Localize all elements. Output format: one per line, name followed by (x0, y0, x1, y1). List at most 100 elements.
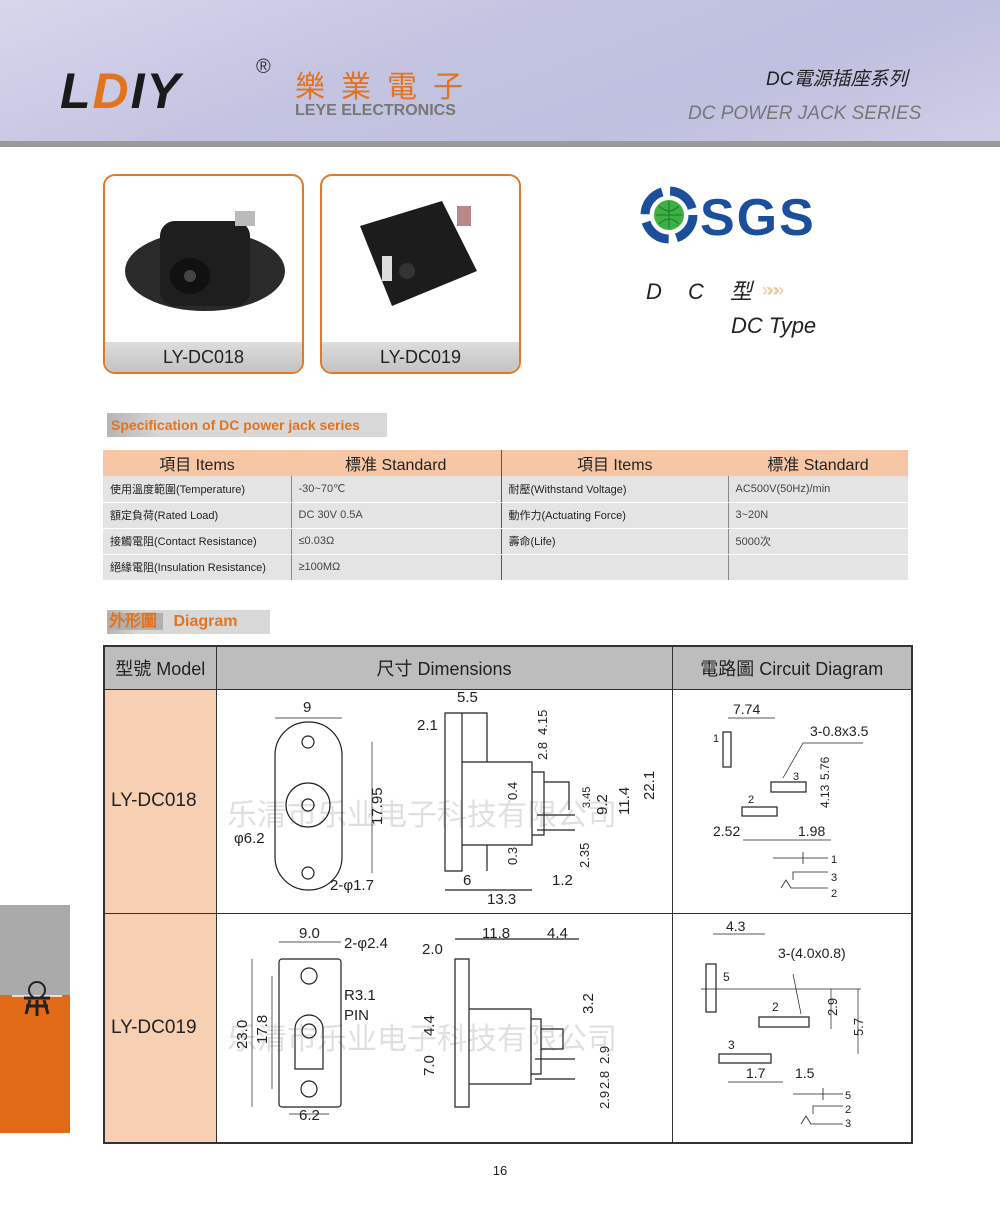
svg-text:9: 9 (303, 699, 311, 716)
dimensions-cell: 乐清市乐业电子科技有限公司 9 17.95 φ6.2 2-φ1.7 5.5 2.… (215, 688, 673, 914)
cell (727, 554, 908, 581)
col-header: 項目 Items (500, 450, 728, 476)
svg-text:9.0: 9.0 (299, 925, 320, 942)
cell: 接觸電阻(Contact Resistance) (103, 528, 291, 555)
spec-header-row: 項目 Items 標准 Standard 項目 Items 標准 Standar… (103, 450, 908, 476)
svg-text:乐清市乐业电子科技有限公司: 乐清市乐业电子科技有限公司 (227, 799, 617, 832)
svg-text:2.52: 2.52 (713, 823, 740, 839)
svg-text:3.45: 3.45 (581, 786, 593, 807)
svg-text:4.15: 4.15 (535, 709, 550, 734)
spec-table: 項目 Items 標准 Standard 項目 Items 標准 Standar… (103, 450, 908, 581)
cell: ≤0.03Ω (290, 528, 501, 555)
dc-type-en: DC Type (731, 313, 817, 338)
svg-text:6: 6 (463, 872, 471, 889)
svg-text:3-0.8x3.5: 3-0.8x3.5 (810, 723, 869, 739)
svg-text:11.8: 11.8 (482, 925, 510, 942)
svg-text:1.7: 1.7 (746, 1065, 766, 1081)
cell: 3~20N (727, 502, 908, 529)
svg-text:22.1: 22.1 (641, 770, 658, 799)
cell: DC 30V 0.5A (290, 502, 501, 529)
svg-text:13.3: 13.3 (487, 891, 516, 908)
svg-text:2: 2 (831, 888, 837, 900)
side-decoration-orange (0, 995, 70, 1133)
company-emblem-icon (12, 981, 62, 1016)
cell: AC500V(50Hz)/min (727, 476, 908, 503)
svg-text:0.4: 0.4 (505, 781, 520, 799)
svg-text:2: 2 (845, 1104, 851, 1116)
svg-text:23.0: 23.0 (234, 1019, 251, 1048)
svg-text:4.3: 4.3 (726, 918, 746, 934)
svg-text:1: 1 (831, 854, 837, 866)
cell: 5000次 (727, 528, 908, 555)
svg-text:7.74: 7.74 (733, 701, 760, 717)
svg-text:2.9: 2.9 (597, 1090, 612, 1108)
svg-text:3: 3 (845, 1118, 851, 1130)
circuit-cell: 4.3 5 3-(4.0x0.8) 2 2.9 5.7 3 1.7 1.5 5 … (671, 912, 913, 1143)
svg-text:2.9: 2.9 (825, 997, 840, 1015)
product-label: LY-DC019 (322, 342, 519, 372)
svg-text:2: 2 (748, 794, 754, 806)
svg-text:φ6.2: φ6.2 (234, 830, 265, 847)
svg-text:4.13: 4.13 (818, 784, 832, 808)
svg-text:9.2: 9.2 (594, 794, 611, 815)
svg-text:3: 3 (793, 771, 799, 783)
diagram-title-cn: 外形圖 (107, 613, 164, 630)
diagram-section-title: 外形圖 Diagram (107, 610, 270, 634)
cell: 使用溫度範圍(Temperature) (103, 476, 291, 503)
page-header (0, 0, 1000, 142)
svg-text:4.4: 4.4 (547, 925, 568, 942)
diagram-table: 型號 Model 尺寸 Dimensions 電路圖 Circuit Diagr… (103, 645, 913, 1144)
product-photo-dc018 (125, 211, 285, 311)
svg-text:3: 3 (728, 1038, 735, 1052)
product-label: LY-DC018 (105, 342, 302, 372)
company-name-cn: 樂業電子 (295, 71, 479, 104)
svg-text:1.2: 1.2 (552, 872, 573, 889)
cell: 額定負荷(Rated Load) (103, 502, 291, 529)
svg-text:2: 2 (772, 1000, 779, 1014)
series-title-en: DC POWER JACK SERIES (688, 103, 922, 124)
page-number: 16 (492, 1163, 508, 1178)
table-row: LY-DC019 乐清市乐业电子科技有限公司 9.0 2-φ2.4 R3.1 P… (103, 912, 913, 1143)
svg-text:17.95: 17.95 (369, 787, 386, 825)
dimension-drawing-dc019: 乐清市乐业电子科技有限公司 9.0 2-φ2.4 R3.1 PIN 23.0 1… (227, 925, 617, 1124)
svg-text:2.9: 2.9 (597, 1045, 612, 1063)
brand-logo: LDIY (60, 63, 182, 119)
dimension-drawing-dc018: 乐清市乐业电子科技有限公司 9 17.95 φ6.2 2-φ1.7 5.5 2.… (227, 689, 658, 908)
svg-text:2.0: 2.0 (422, 941, 443, 958)
svg-text:5: 5 (723, 970, 730, 984)
svg-text:3: 3 (831, 872, 837, 884)
cell: 絕緣電阻(Insulation Resistance) (103, 554, 291, 581)
product-card-dc019: LY-DC019 (320, 174, 521, 374)
svg-text:2.8: 2.8 (597, 1070, 612, 1088)
model-cell: LY-DC019 (103, 912, 217, 1143)
svg-text:11.4: 11.4 (616, 786, 633, 814)
svg-text:2.1: 2.1 (417, 717, 438, 734)
svg-text:3.2: 3.2 (580, 993, 597, 1014)
svg-text:17.8: 17.8 (254, 1014, 271, 1043)
dc-type-cn: D C 型 (646, 279, 763, 304)
col-header: 標准 Standard (728, 450, 908, 476)
table-row: 絕緣電阻(Insulation Resistance)≥100MΩ (103, 554, 908, 581)
svg-text:2-φ1.7: 2-φ1.7 (330, 877, 374, 894)
model-cell: LY-DC018 (103, 688, 217, 914)
svg-text:2.8: 2.8 (535, 741, 550, 759)
series-title-cn: DC電源插座系列 (766, 69, 908, 90)
svg-text:5.5: 5.5 (457, 690, 478, 706)
circuit-diagram-dc019: 4.3 5 3-(4.0x0.8) 2 2.9 5.7 3 1.7 1.5 5 … (700, 918, 866, 1130)
svg-text:3-(4.0x0.8): 3-(4.0x0.8) (778, 945, 846, 961)
svg-text:2.35: 2.35 (577, 842, 592, 867)
svg-text:4.4: 4.4 (421, 1015, 438, 1036)
svg-text:1.98: 1.98 (798, 823, 825, 839)
company-name-en: LEYE ELECTRONICS (295, 102, 456, 119)
diagram-title-en: Diagram (173, 613, 238, 630)
cell (500, 554, 728, 581)
svg-text:1: 1 (713, 733, 719, 745)
side-decoration-gray (0, 905, 70, 995)
col-header: 尺寸 Dimensions (215, 645, 673, 690)
arrows-icon: »»» (762, 280, 784, 300)
header-divider (0, 141, 1000, 147)
cell: ≥100MΩ (290, 554, 501, 581)
sgs-globe-icon (640, 186, 698, 244)
